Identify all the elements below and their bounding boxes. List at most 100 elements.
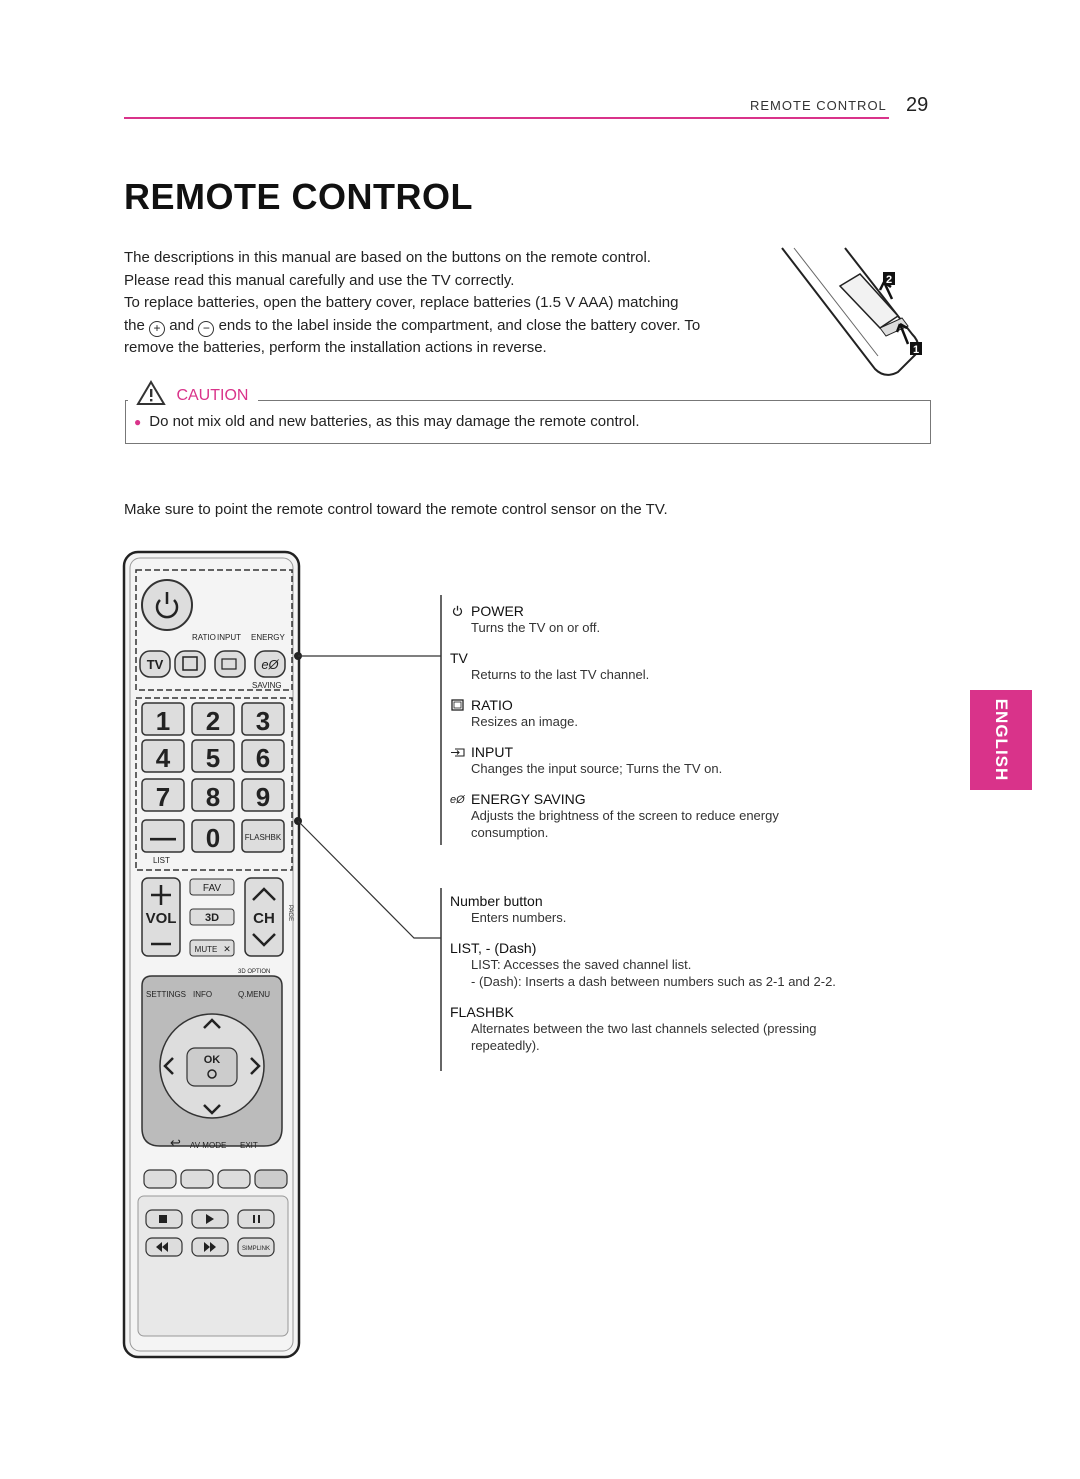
description-text: Adjusts the brightness of the screen to … bbox=[471, 808, 779, 823]
channel-up-icon bbox=[252, 887, 276, 901]
flashbk-key: FLASHBK bbox=[245, 833, 282, 842]
description-power: POWER Turns the TV on or off. bbox=[450, 603, 910, 636]
battery-diagram: 2 1 bbox=[781, 247, 922, 376]
mute-button bbox=[189, 939, 235, 957]
energy-saving-button bbox=[254, 650, 286, 678]
caution-label: CAUTION bbox=[176, 387, 249, 404]
input-icon bbox=[451, 748, 465, 757]
step-1-label: 1 bbox=[913, 344, 919, 356]
up-arrow-icon bbox=[203, 1018, 221, 1029]
description-text: Changes the input source; Turns the TV o… bbox=[471, 761, 723, 776]
top-button-group bbox=[135, 569, 293, 691]
description-text: repeatedly). bbox=[471, 1038, 540, 1053]
tv-label: TV bbox=[147, 657, 164, 672]
caution-item: ● Do not mix old and new batteries, as th… bbox=[134, 413, 640, 430]
aim-instruction: Make sure to point the remote control to… bbox=[124, 501, 668, 518]
caution-item-text: Do not mix old and new batteries, as thi… bbox=[149, 413, 640, 430]
intro-text: and bbox=[169, 316, 195, 334]
description-input: INPUT Changes the input source; Turns th… bbox=[450, 744, 910, 777]
fast-forward-icon bbox=[204, 1242, 216, 1252]
step-2-marker bbox=[883, 272, 895, 285]
step-2-label: 2 bbox=[886, 274, 892, 286]
description-text: Returns to the last TV channel. bbox=[471, 667, 650, 682]
page-number: 29 bbox=[906, 94, 929, 116]
description-energy-saving: eØ ENERGY SAVING Adjusts the brightness … bbox=[450, 791, 910, 841]
input-button bbox=[214, 650, 246, 678]
digit-5-key: 5 bbox=[206, 743, 220, 773]
digit-2-key: 2 bbox=[206, 706, 220, 736]
digit-7-key: 7 bbox=[156, 782, 170, 812]
description-title: POWER bbox=[471, 603, 524, 619]
ratio-icon bbox=[451, 699, 464, 711]
digit-8-key: 8 bbox=[206, 782, 220, 812]
description-list-dash: LIST, - (Dash) LIST: Accesses the saved … bbox=[450, 940, 910, 990]
callout-lines bbox=[294, 595, 442, 1071]
description-text: Enters numbers. bbox=[471, 910, 567, 925]
description-ratio: RATIO Resizes an image. bbox=[450, 697, 910, 730]
input-icon bbox=[221, 658, 237, 670]
description-title: FLASHBK bbox=[450, 1004, 514, 1020]
energy-caption: ENERGY bbox=[251, 633, 285, 642]
rewind-icon bbox=[156, 1242, 168, 1252]
description-text: Resizes an image. bbox=[471, 714, 578, 729]
remote-control-illustration: .rt { font-family:"Liberation Sans", san… bbox=[122, 550, 301, 1359]
fav-button bbox=[189, 878, 235, 896]
digit-1-key: 1 bbox=[156, 706, 170, 736]
page-title: REMOTE CONTROL bbox=[124, 176, 473, 217]
3d-option-caption: 3D OPTION bbox=[238, 969, 270, 975]
caution-heading: CAUTION bbox=[128, 380, 259, 410]
ratio-caption: RATIO bbox=[192, 633, 216, 642]
header-rule bbox=[124, 117, 889, 119]
digit-9-key: 9 bbox=[256, 782, 270, 812]
description-text: Alternates between the two last channels… bbox=[471, 1021, 817, 1036]
intro-text: ends to the label inside the compartment… bbox=[218, 316, 701, 334]
back-icon: ↩ bbox=[170, 1135, 181, 1150]
description-title: INPUT bbox=[471, 744, 513, 760]
fav-label: FAV bbox=[203, 883, 221, 894]
intro-paragraph: The descriptions in this manual are base… bbox=[124, 247, 784, 360]
digit-6-key: 6 bbox=[256, 743, 270, 773]
description-number-button: Number button Enters numbers. bbox=[450, 893, 910, 926]
language-tab-label: ENGLISH bbox=[992, 698, 1011, 782]
volume-up-icon bbox=[151, 885, 171, 905]
playback-buttons bbox=[145, 1209, 275, 1257]
intro-line: The descriptions in this manual are base… bbox=[124, 249, 651, 266]
number-button-group bbox=[135, 697, 293, 871]
description-text: LIST: Accesses the saved channel list. bbox=[471, 957, 692, 972]
q-menu-button: Q.MENU bbox=[238, 990, 270, 999]
intro-line: remove the batteries, perform the instal… bbox=[124, 339, 547, 356]
down-arrow-icon bbox=[203, 1104, 221, 1115]
bullet-icon: ● bbox=[134, 415, 142, 429]
description-title: LIST, - (Dash) bbox=[450, 940, 537, 956]
channel-down-icon bbox=[252, 933, 276, 947]
3d-label: 3D bbox=[205, 912, 219, 924]
av-mode-button: AV MODE bbox=[190, 1141, 226, 1150]
page-label: PAGE bbox=[287, 905, 293, 921]
simplink-button: SIMPLINK bbox=[242, 1246, 270, 1252]
tv-button bbox=[139, 650, 171, 678]
number-keys: 1 2 3 4 5 6 7 8 9 — 0 FLASHBK LIST bbox=[141, 702, 285, 865]
description-title: TV bbox=[450, 650, 468, 666]
intro-text: the bbox=[124, 316, 145, 334]
digit-3-key: 3 bbox=[256, 706, 270, 736]
info-button: INFO bbox=[193, 990, 212, 999]
input-caption: INPUT bbox=[217, 633, 241, 642]
power-icon bbox=[452, 605, 463, 617]
description-flashbk: FLASHBK Alternates between the two last … bbox=[450, 1004, 910, 1054]
description-text: Turns the TV on or off. bbox=[471, 620, 601, 635]
description-text: consumption. bbox=[471, 825, 549, 840]
mute-icon: ✕ bbox=[223, 944, 231, 954]
button-descriptions: POWER Turns the TV on or off. TV Returns… bbox=[450, 603, 910, 1054]
mute-label: MUTE bbox=[195, 945, 218, 954]
description-title: RATIO bbox=[471, 697, 513, 713]
description-title: ENERGY SAVING bbox=[471, 791, 586, 807]
ok-button bbox=[186, 1047, 238, 1087]
description-text: - (Dash): Inserts a dash between numbers… bbox=[471, 974, 836, 989]
saving-caption: SAVING bbox=[252, 681, 282, 690]
pause-icon bbox=[253, 1215, 255, 1223]
list-dash-key: — bbox=[150, 822, 176, 852]
plus-circle-icon: + bbox=[149, 320, 166, 337]
svg-text:eØ: eØ bbox=[450, 794, 465, 805]
playback-area bbox=[137, 1195, 289, 1337]
stop-icon bbox=[159, 1215, 167, 1223]
